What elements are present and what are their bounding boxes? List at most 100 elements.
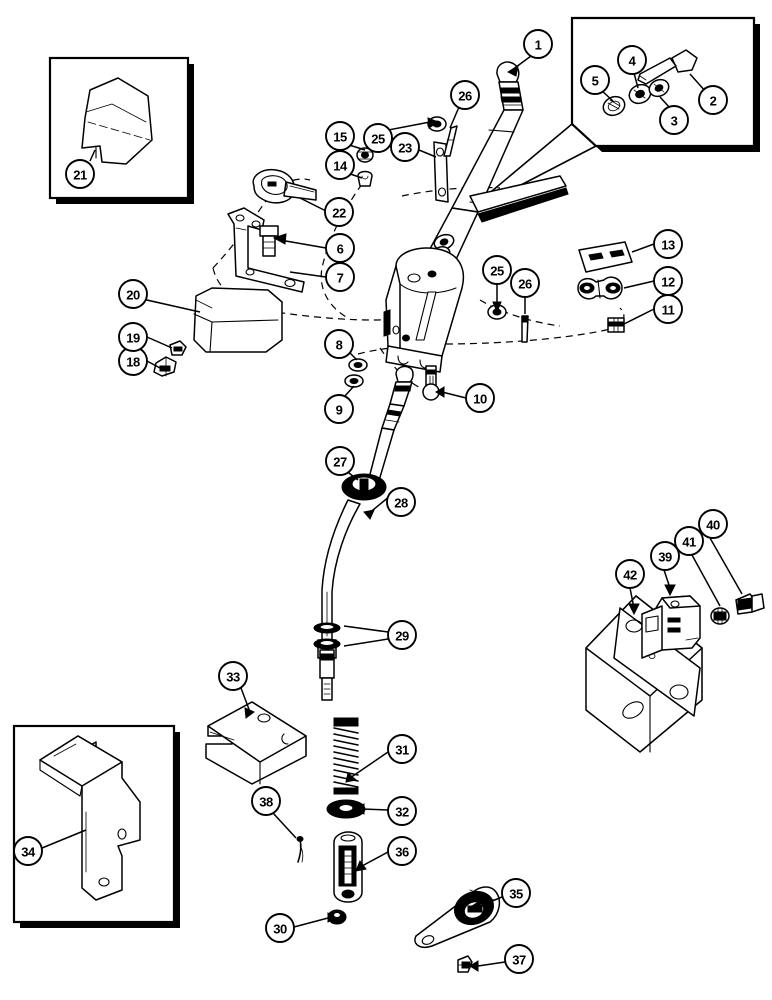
callout-number: 7 <box>337 271 344 286</box>
callout-28: 28 <box>386 487 416 517</box>
part-26-pin-lower <box>521 315 529 343</box>
callout-23: 23 <box>390 132 420 162</box>
callout-number: 28 <box>394 496 408 511</box>
callout-25: 25 <box>482 255 512 285</box>
callout-33: 33 <box>218 661 248 691</box>
part-4-washer <box>628 83 652 105</box>
callout-number: 2 <box>710 94 717 109</box>
inset-lower-left <box>12 724 180 928</box>
callout-number: 14 <box>333 159 348 174</box>
callout-bubble <box>324 329 354 359</box>
part-36-shift-guide <box>333 831 363 903</box>
callout-number: 8 <box>336 338 343 353</box>
callout-bubble <box>251 786 281 816</box>
callout-bubble <box>325 233 355 263</box>
callout-36: 36 <box>387 836 417 866</box>
callout-3: 3 <box>659 105 689 135</box>
main-shift-column-assembly <box>383 61 569 373</box>
part-22-control-lever <box>252 168 317 204</box>
part-18-stud <box>153 356 177 377</box>
callout-30: 30 <box>265 913 295 943</box>
callout-1: 1 <box>523 29 553 59</box>
callout-bubble <box>390 132 420 162</box>
callout-number: 29 <box>395 629 409 644</box>
callout-9: 9 <box>324 394 354 424</box>
callout-21: 21 <box>65 159 95 189</box>
callout-10: 10 <box>465 383 495 413</box>
part-25-nut-upper <box>427 116 447 132</box>
callout-bubble <box>387 836 417 866</box>
callout-13: 13 <box>653 229 683 259</box>
callout-bubble <box>324 197 354 227</box>
callout-number: 19 <box>126 331 140 346</box>
callout-40: 40 <box>698 509 728 539</box>
callout-bubble <box>324 394 354 424</box>
part-11-nut <box>607 317 625 333</box>
callout-number: 5 <box>592 74 599 89</box>
callout-39: 39 <box>650 541 680 571</box>
part-3-washer <box>648 78 670 98</box>
callout-bubble <box>698 85 728 115</box>
callout-bubble <box>617 45 647 75</box>
callout-26: 26 <box>510 268 540 298</box>
callout-7: 7 <box>325 262 355 292</box>
part-35-bellcrank-arm <box>414 886 501 948</box>
callout-26: 26 <box>450 80 480 110</box>
part-1-lever-knob <box>496 61 524 111</box>
callout-12: 12 <box>653 266 683 296</box>
callout-number: 34 <box>21 845 36 860</box>
part-28-upper-rod-head <box>367 365 414 485</box>
part-39-swivel-bracket <box>641 595 701 659</box>
parts-6-7-bracket-bolt <box>227 207 305 293</box>
callout-number: 13 <box>661 238 675 253</box>
part-23-link-and-fasteners <box>427 116 529 343</box>
callout-number: 21 <box>73 168 87 183</box>
callout-bubble <box>659 105 689 135</box>
parts-27-28-29-rod <box>313 365 414 701</box>
callout-25: 25 <box>363 123 393 153</box>
part-6-capscrew <box>259 225 279 257</box>
part-7-bracket <box>227 207 305 293</box>
callout-29: 29 <box>387 620 417 650</box>
callout-bubble <box>580 65 610 95</box>
callout-bubble <box>325 121 355 151</box>
callout-number: 3 <box>671 114 678 129</box>
callout-bubble <box>218 661 248 691</box>
callout-bubble <box>653 266 683 296</box>
callout-18: 18 <box>118 346 148 376</box>
callout-number: 37 <box>512 953 526 968</box>
callout-bubble <box>386 487 416 517</box>
part-29-rod-fittings <box>313 622 341 701</box>
part-15-lock-nut <box>356 147 374 163</box>
callout-bubble <box>325 262 355 292</box>
callout-number: 4 <box>629 54 637 69</box>
callout-number: 36 <box>395 845 409 860</box>
part-19-nut <box>169 340 187 356</box>
leader-lines <box>41 55 743 972</box>
callout-number: 32 <box>395 805 409 820</box>
callout-34: 34 <box>13 836 43 866</box>
callout-19: 19 <box>118 322 148 352</box>
callout-bubble <box>615 559 645 589</box>
callout-5: 5 <box>580 65 610 95</box>
part-32-washer <box>326 799 366 819</box>
callout-number: 35 <box>509 887 523 902</box>
callout-bubble <box>501 878 531 908</box>
callout-number: 1 <box>535 38 542 53</box>
callout-number: 9 <box>336 403 343 418</box>
callout-number: 20 <box>126 288 140 303</box>
callout-bubble <box>653 229 683 259</box>
callout-number: 18 <box>126 355 140 370</box>
callout-bubble <box>387 620 417 650</box>
callout-32: 32 <box>387 796 417 826</box>
callout-6: 6 <box>325 233 355 263</box>
callout-number: 25 <box>371 132 385 147</box>
callout-38: 38 <box>251 786 281 816</box>
callout-bubble <box>265 913 295 943</box>
callout-bubble <box>674 526 704 556</box>
callout-number: 26 <box>518 277 532 292</box>
part-2-bolt <box>637 49 698 85</box>
callout-bubble <box>65 159 95 189</box>
callout-number: 42 <box>623 568 637 583</box>
